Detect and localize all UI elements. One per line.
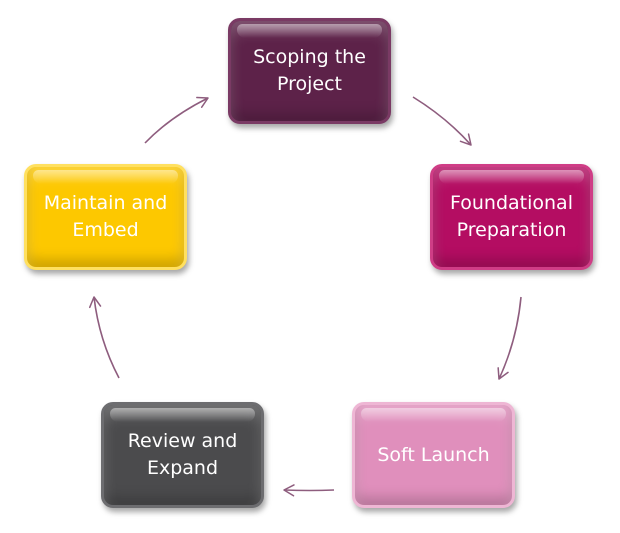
step-label: Review and Expand <box>127 430 238 479</box>
arrow-scoping-to-foundational <box>412 96 472 146</box>
step-review-and-expand: Review and Expand <box>101 402 264 508</box>
step-scoping-the-project: Scoping the Project <box>228 18 391 124</box>
step-label: Scoping the Project <box>253 46 366 95</box>
arrow-review-to-maintain <box>88 296 120 379</box>
step-maintain-and-embed: Maintain and Embed <box>24 164 187 270</box>
step-label: Foundational Preparation <box>450 192 573 241</box>
step-soft-launch: Soft Launch <box>352 402 515 508</box>
step-foundational-preparation: Foundational Preparation <box>430 164 593 270</box>
arrow-maintain-to-scoping <box>144 96 209 144</box>
arrow-foundational-to-soft-launch <box>497 296 522 380</box>
step-label: Soft Launch <box>377 443 490 466</box>
step-label: Maintain and Embed <box>43 192 168 241</box>
arrow-soft-launch-to-review <box>283 484 335 497</box>
